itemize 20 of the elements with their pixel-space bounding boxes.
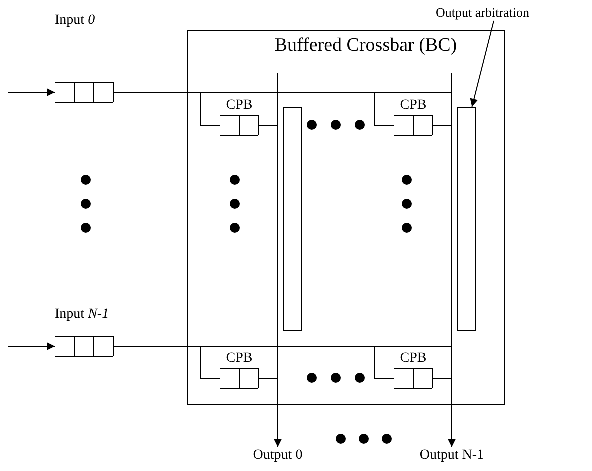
annotation-label: Output arbitration: [436, 6, 530, 19]
input-label: Input N-1: [55, 308, 110, 322]
arbiter-bar: [457, 107, 476, 331]
output-label: Output 0: [253, 449, 303, 463]
buffer-label: CPB: [400, 352, 427, 366]
leader-line: [470, 20, 494, 108]
arrow: [432, 378, 456, 448]
arrow: [8, 342, 56, 350]
buffer-label: CPB: [226, 99, 253, 113]
crossbar-box: [187, 30, 505, 405]
connector-line: [114, 92, 452, 126]
arrow: [8, 88, 56, 96]
arbiter-bar: [283, 107, 302, 331]
arrow: [258, 378, 282, 448]
output-label: Output N-1: [420, 449, 484, 463]
buffer-label: CPB: [226, 352, 253, 366]
input-label: Input 0: [55, 14, 96, 28]
buffer-label: CPB: [400, 99, 427, 113]
crossbar-title: Buffered Crossbar (BC): [274, 36, 458, 55]
connector-line: [114, 346, 452, 379]
